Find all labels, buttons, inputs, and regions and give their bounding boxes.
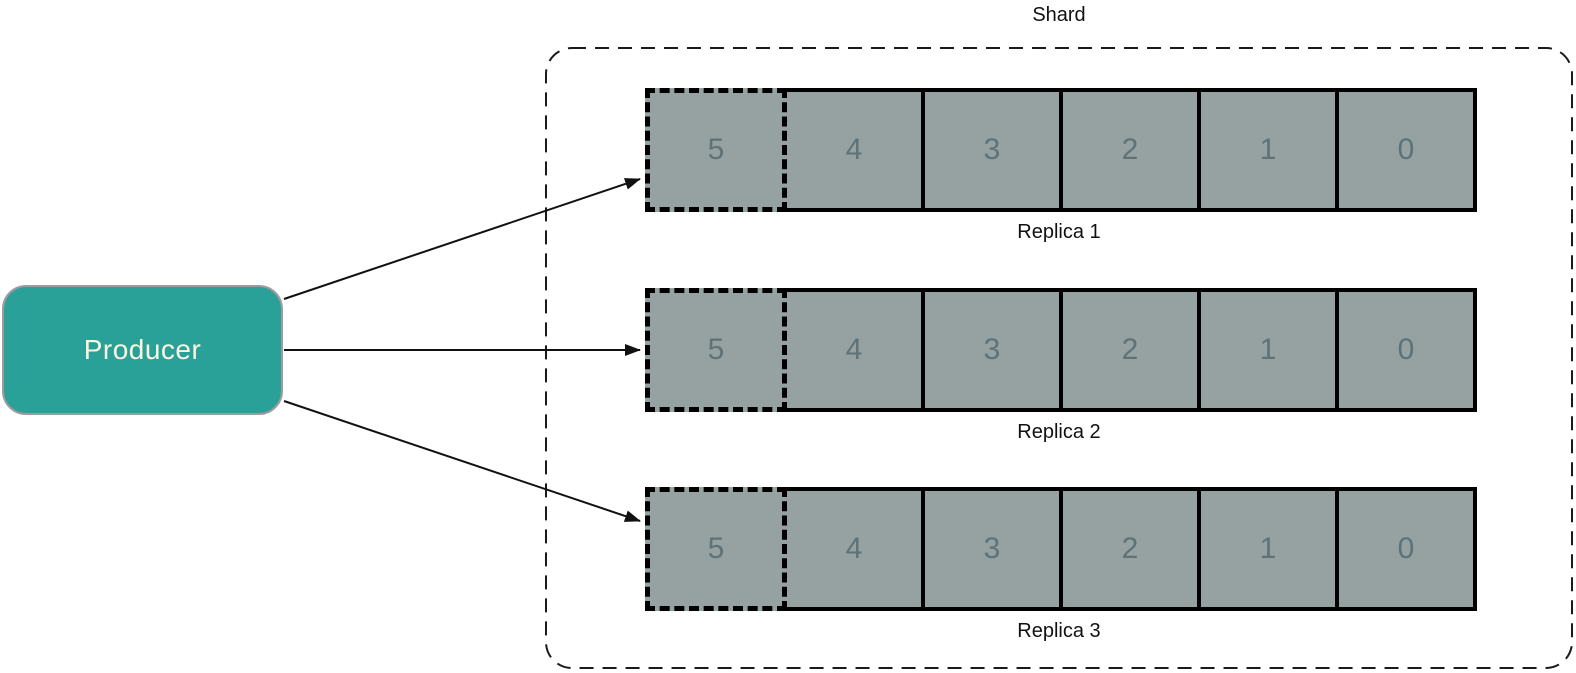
producer-label: Producer — [83, 334, 202, 365]
arrow-producer-to-replica-1 — [283, 178, 641, 300]
queue-cell: 2 — [1059, 88, 1201, 212]
replica-3-row: 5 4 3 2 1 0 Replica 3 — [645, 487, 1477, 643]
producer-node: Producer — [2, 285, 283, 415]
shard-label: Shard — [1032, 4, 1086, 26]
queue-cell: 2 — [1059, 288, 1201, 412]
queue-cell: 1 — [1197, 288, 1339, 412]
queue-cell: 4 — [783, 487, 925, 611]
replica-1-queue: 5 4 3 2 1 0 — [645, 88, 1477, 212]
queue-cell-new: 5 — [645, 88, 787, 212]
queue-cell: 4 — [783, 88, 925, 212]
replica-1-row: 5 4 3 2 1 0 Replica 1 — [645, 88, 1477, 244]
queue-cell: 1 — [1197, 88, 1339, 212]
arrow-producer-to-replica-3 — [283, 400, 641, 522]
queue-cell: 2 — [1059, 487, 1201, 611]
replica-3-label: Replica 3 — [1017, 620, 1101, 642]
queue-cell: 0 — [1335, 288, 1477, 412]
queue-cell: 0 — [1335, 88, 1477, 212]
replica-1-label: Replica 1 — [1017, 221, 1101, 243]
replica-3-queue: 5 4 3 2 1 0 — [645, 487, 1477, 611]
queue-cell: 4 — [783, 288, 925, 412]
queue-cell-new: 5 — [645, 487, 787, 611]
queue-cell: 1 — [1197, 487, 1339, 611]
queue-cell-new: 5 — [645, 288, 787, 412]
shard-boundary — [545, 47, 1573, 669]
replica-2-label: Replica 2 — [1017, 421, 1101, 443]
queue-cell: 0 — [1335, 487, 1477, 611]
queue-cell: 3 — [921, 487, 1063, 611]
queue-cell: 3 — [921, 88, 1063, 212]
replica-2-queue: 5 4 3 2 1 0 — [645, 288, 1477, 412]
queue-cell: 3 — [921, 288, 1063, 412]
replica-2-row: 5 4 3 2 1 0 Replica 2 — [645, 288, 1477, 444]
